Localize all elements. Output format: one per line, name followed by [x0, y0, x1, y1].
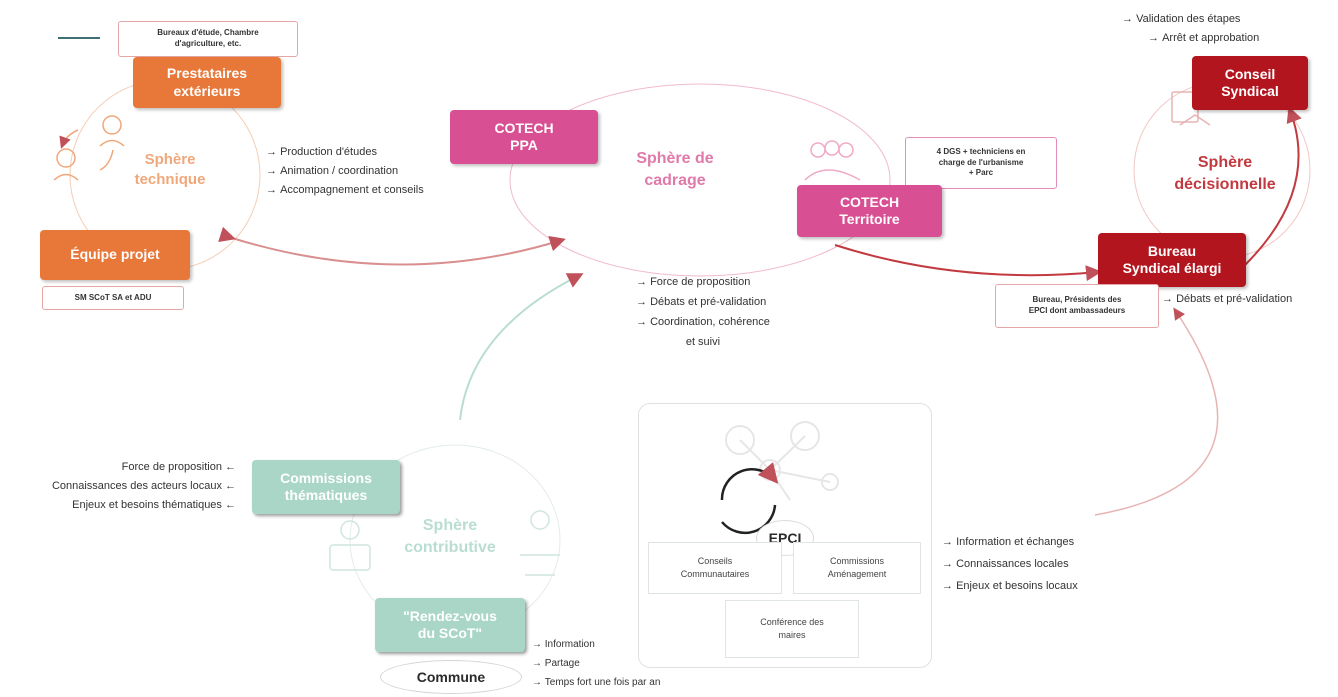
link-technique-cadrage	[218, 226, 566, 266]
cadrage-role: Coordination, cohérence et suivi	[636, 312, 770, 352]
commune-roles: Information Partage Temps fort une fois …	[532, 635, 661, 692]
cotech-territoire-note: 4 DGS + techniciens en charge de l'urban…	[905, 137, 1057, 189]
technique-roles: Production d'études Animation / coordina…	[266, 143, 424, 200]
sphere-contributive-label: Sphère contributive	[404, 517, 496, 556]
commissions-role: Force de proposition	[0, 458, 236, 477]
technique-role: Accompagnement et conseils	[266, 181, 424, 200]
cotech-territoire-box: COTECH Territoire	[797, 185, 942, 237]
decision-step: Arrêt et approbation	[1122, 29, 1259, 48]
commissions-role: Connaissances des acteurs locaux	[0, 477, 236, 496]
commissions-role: Enjeux et besoins thématiques	[0, 496, 236, 515]
decision-steps: Validation des étapes Arrêt et approbati…	[1122, 10, 1259, 48]
link-cadrage-decision	[834, 244, 1102, 282]
bureau-note: Bureau, Présidents des EPCI dont ambassa…	[995, 284, 1159, 328]
commune-role: Information	[532, 635, 660, 654]
equipe-projet-box: Équipe projet	[40, 230, 190, 280]
epci-conseils: Conseils Communautaires	[648, 542, 782, 594]
equipe-note: SM SCoT SA et ADU	[42, 286, 184, 310]
commune-label: Commune	[380, 660, 522, 694]
prestataires-box: Prestataires extérieurs	[133, 57, 281, 108]
sphere-technique-label: Sphère technique	[134, 151, 206, 189]
bureau-syndical-box: Bureau Syndical élargi	[1098, 233, 1246, 287]
commissions-thematiques-box: Commissions thématiques	[252, 460, 400, 514]
epci-conference: Conférence des maires	[725, 600, 859, 658]
link-bureau-conseil	[1244, 106, 1302, 266]
cadrage-roles: Force de proposition Débats et pré-valid…	[636, 272, 770, 352]
sphere-decisionnelle-label: Sphère décisionnelle	[1174, 154, 1276, 193]
conseil-syndical-box: Conseil Syndical	[1192, 56, 1308, 110]
cadrage-group-icon	[804, 140, 861, 181]
epci-role: Connaissances locales	[942, 553, 1078, 575]
epci-role: Information et échanges	[942, 531, 1078, 553]
cadrage-role: Débats et pré-validation	[636, 292, 770, 312]
cotech-ppa-box: COTECH PPA	[450, 110, 598, 164]
decision-step: Validation des étapes	[1122, 10, 1259, 29]
commune-role: Temps fort une fois par an	[532, 673, 661, 692]
epci-roles: Information et échanges Connaissances lo…	[942, 531, 1078, 597]
technique-role: Production d'études	[266, 143, 424, 162]
bureau-role: Débats et pré-validation	[1162, 290, 1292, 309]
bureau-role-item: Débats et pré-validation	[1162, 290, 1292, 309]
link-contrib-cadrage	[459, 273, 584, 421]
commune-role: Partage	[532, 654, 660, 673]
contributive-people-icon	[329, 510, 560, 576]
link-epci-decision	[1094, 307, 1219, 516]
cadrage-role: Force de proposition	[636, 272, 770, 292]
technique-people-icon	[53, 115, 125, 181]
technique-role: Animation / coordination	[266, 162, 424, 181]
epci-role: Enjeux et besoins locaux	[942, 575, 1078, 597]
commissions-roles: Force de proposition Connaissances des a…	[0, 458, 236, 515]
rendez-vous-box: "Rendez-vous du SCoT"	[375, 598, 525, 652]
sphere-cadrage-label: Sphère de cadrage	[636, 150, 714, 189]
prestataires-note: Bureaux d'étude, Chambre d'agriculture, …	[118, 21, 298, 57]
epci-commissions: Commissions Aménagement	[793, 542, 921, 594]
